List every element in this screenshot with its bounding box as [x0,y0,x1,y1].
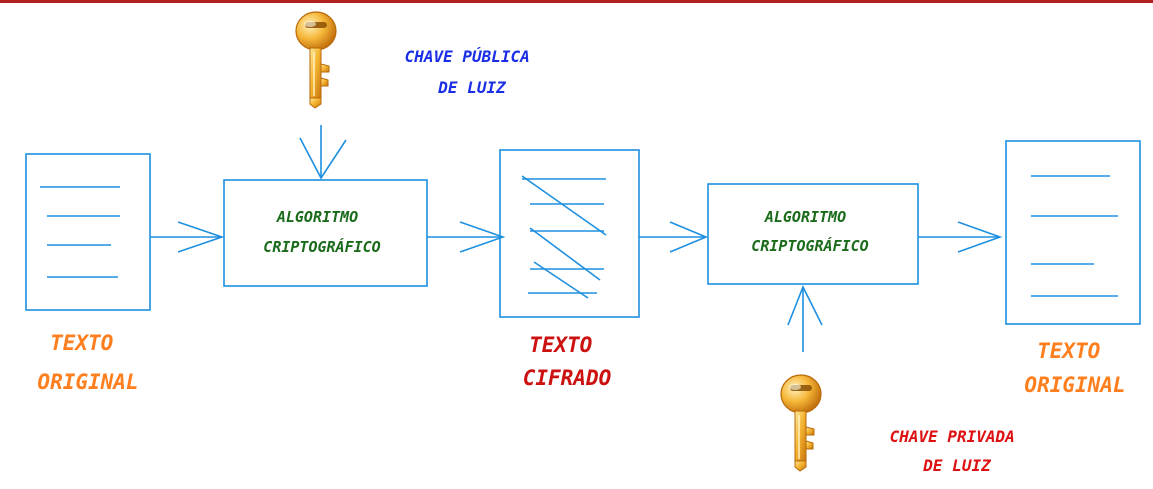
svg-text:CHAVE PÚBLICA DE LUIZ: CHAVE PÚBLICA DE LUIZ [405,47,540,97]
gold-key-icon [780,374,822,472]
arrow-cipher-to-algo-2 [639,221,709,253]
arrow-private-key-up [787,285,823,352]
arrow-doc-to-algo-1 [150,221,225,253]
algo-1-label-line2: CRIPTOGRÁFICO [263,237,380,256]
plain-left-label-line2: ORIGINAL [37,370,138,394]
cipher-label-line2: CIFRADO [523,366,612,390]
plain-right-label-line1: TEXTO [1037,339,1100,363]
plain-left-label-line1: TEXTO [50,331,113,355]
svg-text:CHAVE PRIVADA DE LUIZ: CHAVE PRIVADA DE LUIZ [890,427,1025,475]
algorithm-box-2 [707,183,919,285]
private-key-label-line1: CHAVE PRIVADA [890,427,1015,446]
algo-1-label-line1: ALGORITMO [276,208,358,226]
algo-2-label-line2: CRIPTOGRÁFICO [751,236,868,255]
svg-text:TEXTO CIFRADO: TEXTO CIFRADO [523,333,612,390]
cipher-document [499,149,640,318]
gold-key-icon [295,11,337,109]
public-key-label-line2: DE LUIZ [437,78,507,97]
public-key-label-line1: CHAVE PÚBLICA [405,47,530,66]
plain-document-right [1005,140,1141,325]
algo-2-label-line1: ALGORITMO [764,208,846,226]
svg-text:TEXTO ORIGINAL: TEXTO ORIGINAL [37,331,138,394]
plain-document-left [25,153,151,311]
plain-right-label-line2: ORIGINAL [1024,373,1125,397]
arrow-algo-2-to-doc [918,221,1003,253]
svg-text:TEXTO ORIGINAL: TEXTO ORIGINAL [1024,339,1125,397]
private-key-label-line2: DE LUIZ [922,456,992,475]
svg-text:ALGORITMO CRIPTOGRÁFICO: ALGORITMO CRIPTOGRÁFICO [263,208,380,256]
cipher-label-line1: TEXTO [529,333,592,357]
arrow-public-key-down [299,125,347,180]
algorithm-box-1 [223,179,428,287]
arrow-algo-1-to-cipher [427,221,506,253]
svg-text:ALGORITMO CRIPTOGRÁFICO: ALGORITMO CRIPTOGRÁFICO [751,208,868,255]
